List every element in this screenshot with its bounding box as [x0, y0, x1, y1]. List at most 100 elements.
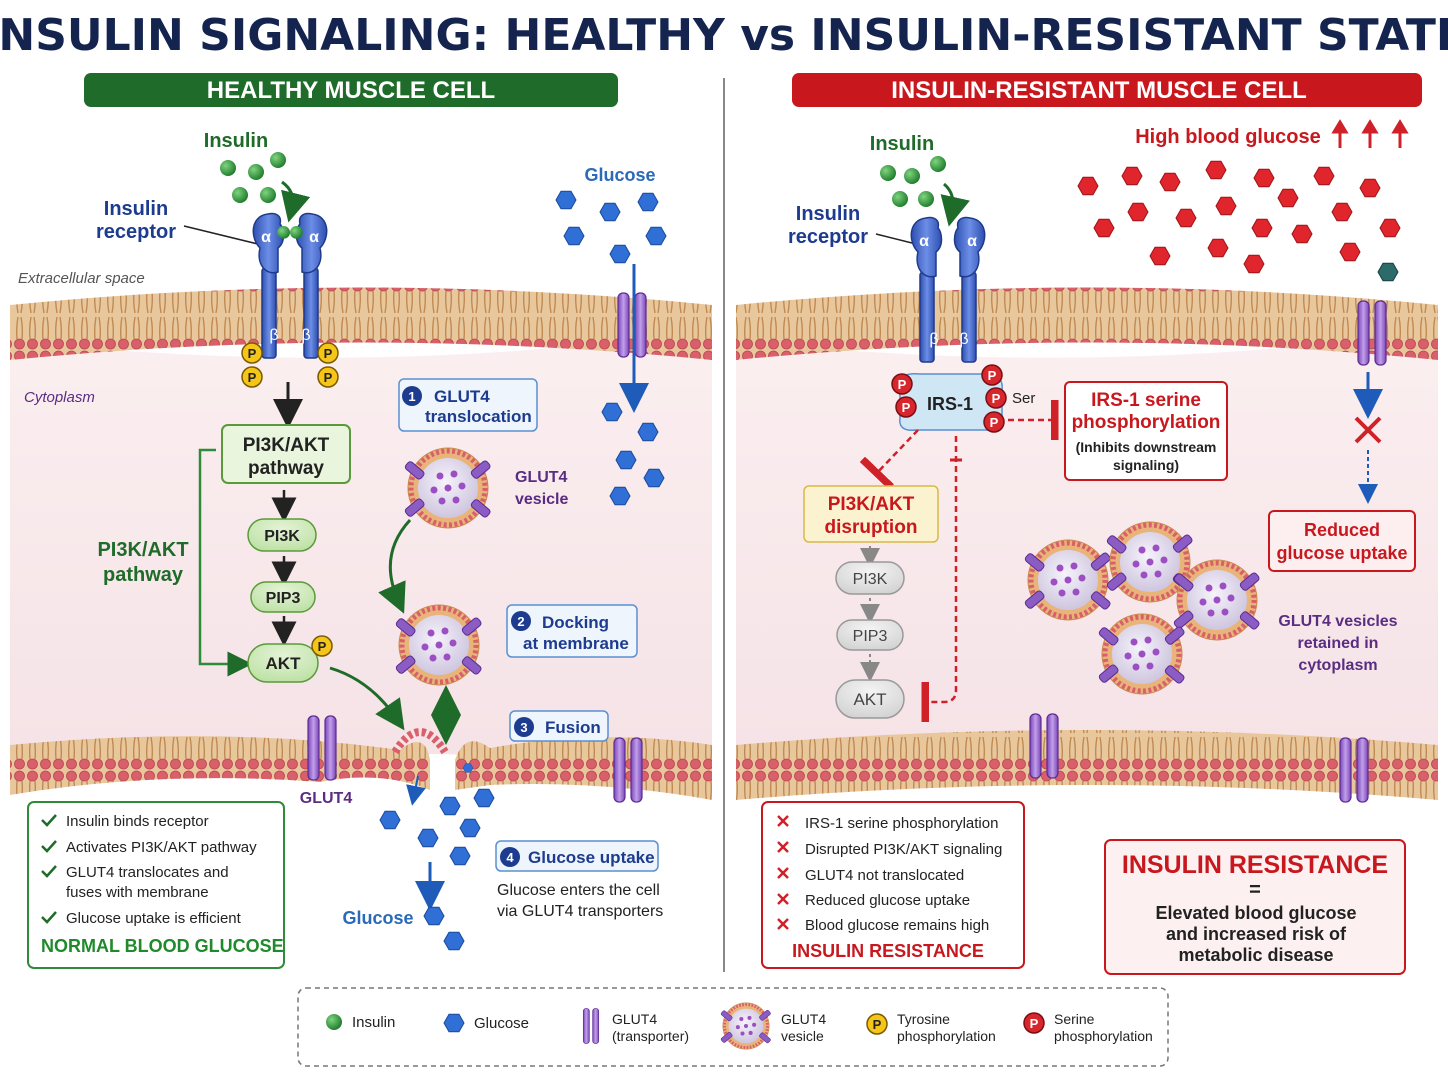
serine-phosphate-icon [1023, 1012, 1045, 1034]
step4-badge [500, 847, 520, 867]
pi3k-label: PI3K [264, 528, 300, 545]
glucose-red-hexagon-icon [1215, 196, 1237, 216]
akt-label: AKT [266, 654, 302, 673]
glucose-red-hexagon-icon [1331, 202, 1353, 222]
resistant-conclusion: INSULIN RESISTANCE [792, 941, 984, 961]
tyrosine-phosphate-icon [241, 366, 263, 388]
resistant-summary-item: GLUT4 not translocated [805, 867, 964, 884]
healthy-banner-text: HEALTHY MUSCLE CELL [207, 77, 495, 104]
retained-line-1: GLUT4 vesicles [1278, 613, 1397, 630]
irs1-box-line-1: IRS-1 serine [1091, 390, 1201, 411]
reduced-line-2: glucose uptake [1276, 543, 1407, 563]
glucose-red-hexagon-icon [1277, 188, 1299, 208]
legend-insulin: Insulin [352, 1014, 395, 1031]
healthy-summary-list: Insulin binds receptor Activates PI3K/AK… [41, 813, 257, 927]
resistant-panel: INSULIN-RESISTANT MUSCLE CELL Insulin In… [736, 73, 1438, 975]
tyrosine-phosphate-icon [866, 1013, 888, 1035]
insulin-dot-icon [930, 156, 946, 172]
step2-number: 2 [517, 614, 524, 629]
cross-icon [777, 918, 789, 930]
insulin-dot-icon [260, 187, 276, 203]
healthy-banner [84, 73, 618, 107]
r-pip3-label: PIP3 [853, 628, 888, 645]
check-icon [41, 865, 57, 878]
retained-line-2: retained in [1298, 635, 1379, 652]
alpha-left: α [919, 233, 929, 250]
serine-phosphate-icon [981, 364, 1003, 386]
high-glucose-label: High blood glucose [1135, 126, 1321, 148]
pathway-side-label-1: PI3K/AKT [97, 539, 188, 561]
glucose-red-hexagon-icon [1313, 166, 1335, 186]
tyrosine-phosphate-icon [317, 366, 339, 388]
reduced-uptake-box [1268, 510, 1416, 572]
vesicle-label-1: GLUT4 [515, 469, 568, 486]
glucose-red-hexagon-icon [1127, 202, 1149, 222]
step3-box [509, 710, 609, 742]
result-equals: = [1249, 879, 1261, 901]
pathway-side-label-2: pathway [103, 564, 184, 586]
glucose-red-hexagon-icon [1159, 172, 1181, 192]
glucose-red-hexagon-icon [1149, 246, 1171, 266]
healthy-summary-item: fuses with membrane [66, 884, 209, 901]
glucose-red-hexagon-icon [1359, 178, 1381, 198]
r-akt-label: AKT [853, 690, 886, 709]
step2-line-2: at membrane [523, 634, 629, 653]
step3-badge [514, 717, 534, 737]
result-line-2: and increased risk of [1166, 924, 1347, 944]
irs1-label: IRS-1 [927, 394, 973, 414]
healthy-insulin-receptor: α α β β [252, 212, 328, 359]
glucose-red-hexagon-icon [1207, 238, 1229, 258]
glucose-red-hexagon-icon [1291, 224, 1313, 244]
resistant-summary-item: Reduced glucose uptake [805, 892, 970, 909]
extracellular-label: Extracellular space [18, 270, 145, 287]
legend-vesicle-1: GLUT4 [781, 1011, 826, 1027]
resistant-top-membrane [736, 287, 1438, 360]
healthy-summary-item: Activates PI3K/AKT pathway [66, 839, 257, 856]
resistant-summary-box [761, 801, 1025, 969]
result-line-1: Elevated blood glucose [1155, 903, 1356, 923]
healthy-summary-item: GLUT4 translocates and [66, 864, 229, 881]
pathway-box-line-2: pathway [248, 458, 324, 479]
healthy-receptor-label-2: receptor [96, 221, 176, 243]
glucose-red-hexagon-icon [1253, 168, 1275, 188]
legend-tyr-2: phosphorylation [897, 1028, 996, 1044]
step4-desc-2: via GLUT4 transporters [497, 903, 663, 920]
glucose-hexagon-icon [443, 1013, 465, 1033]
glucose-red-hexagon-icon [1379, 218, 1401, 238]
tyrosine-phosphate-icon [317, 342, 339, 364]
glucose-hexagon-icon [609, 244, 631, 264]
step2-box [506, 604, 638, 658]
healthy-cytoplasm [10, 330, 712, 775]
irs1-box-line-3: (Inhibits downstream [1076, 439, 1217, 455]
glucose-red-hexagon-icon [1205, 160, 1227, 180]
glucose-hexagon-icon [423, 906, 445, 926]
akt-pill [247, 643, 319, 683]
resistant-summary-item: Blood glucose remains high [805, 917, 989, 934]
legend-tyr-1: Tyrosine [897, 1011, 950, 1027]
insulin-binding-arrow [940, 182, 970, 227]
check-icon [41, 840, 57, 853]
step3-label: Fusion [545, 718, 601, 737]
glucose-hexagon-icon [473, 788, 495, 808]
disruption-line-2: disruption [825, 517, 918, 538]
beta-right: β [959, 331, 968, 348]
pathway-box-line-1: PI3K/AKT [243, 435, 330, 456]
tyrosine-phosphate-icon [311, 635, 333, 657]
glucose-hexagon-icon [459, 818, 481, 838]
alpha-right: α [967, 233, 977, 250]
glucose-hexagon-icon [599, 202, 621, 222]
glucose-hexagon-icon [555, 190, 577, 210]
glucose-hexagon-icon [601, 402, 623, 422]
irs1-box-line-4: signaling) [1113, 457, 1179, 473]
up-arrow-group [1331, 119, 1409, 148]
step1-number: 1 [408, 389, 415, 404]
beta-left: β [269, 327, 278, 344]
check-icon [41, 911, 57, 924]
r-pi3k-label: PI3K [853, 571, 888, 588]
cross-icon [777, 893, 789, 905]
glucose-hexagon-icon [645, 226, 667, 246]
result-box [1104, 839, 1406, 975]
glucose-hexagon-icon [449, 846, 471, 866]
resistant-summary-item: Disrupted PI3K/AKT signaling [805, 841, 1002, 858]
